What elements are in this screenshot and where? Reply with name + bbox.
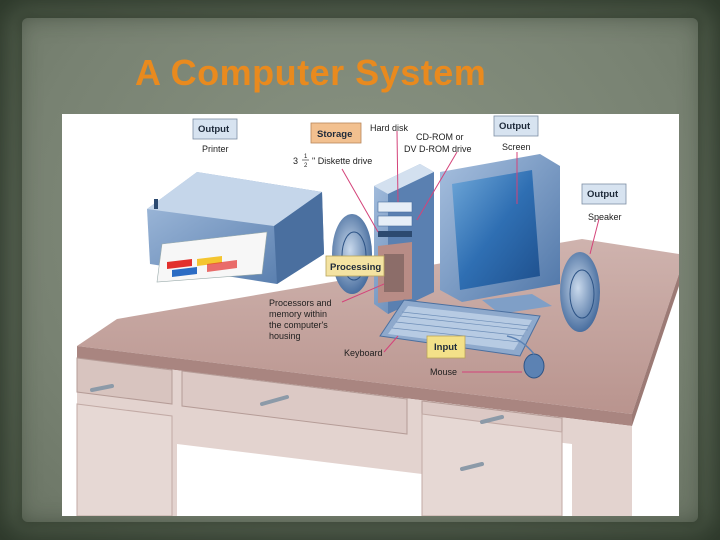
diskette-text: " Diskette drive — [312, 156, 372, 166]
computer-system-diagram: Output Printer Storage Hard disk CD-ROM … — [62, 114, 679, 516]
callout-output-screen: Output Screen — [494, 116, 538, 152]
speaker-label: Speaker — [588, 212, 622, 222]
printer — [147, 172, 324, 284]
diskette-prefix: 3 — [293, 156, 298, 166]
callout-output-printer: Output Printer — [193, 119, 237, 154]
output-printer-label: Output — [198, 124, 230, 135]
processors-line2: memory within — [269, 309, 327, 319]
slide-title: A Computer System — [135, 52, 595, 94]
diskette-frac-bottom: 2 — [304, 163, 308, 169]
callout-storage: Storage — [311, 123, 361, 143]
cdrom-label-line1: CD-ROM or — [416, 132, 464, 142]
callout-output-speaker: Output Speaker — [582, 184, 626, 222]
printer-label: Printer — [202, 144, 229, 154]
left-speaker — [332, 214, 372, 294]
input-label: Input — [434, 342, 458, 353]
callout-processing: Processing — [326, 256, 384, 276]
keyboard-label: Keyboard — [344, 348, 383, 358]
output-screen-label: Output — [499, 121, 531, 132]
processing-label: Processing — [330, 262, 381, 273]
storage-label: Storage — [317, 129, 352, 140]
processors-line3: the computer's — [269, 320, 328, 330]
hard-disk-label: Hard disk — [370, 123, 409, 133]
diskette-frac-top: 1 — [304, 154, 308, 160]
cdrom-label-line2: DV D-ROM drive — [404, 144, 472, 154]
computer-tower — [374, 164, 434, 314]
output-speaker-label: Output — [587, 189, 619, 200]
mouse-label: Mouse — [430, 367, 457, 377]
diskette-label: 3 1 2 " Diskette drive — [293, 154, 372, 169]
processors-line4: housing — [269, 331, 301, 341]
callout-input: Input — [427, 336, 465, 358]
screen-label: Screen — [502, 142, 531, 152]
right-speaker — [560, 252, 600, 332]
processors-line1: Processors and — [269, 298, 332, 308]
